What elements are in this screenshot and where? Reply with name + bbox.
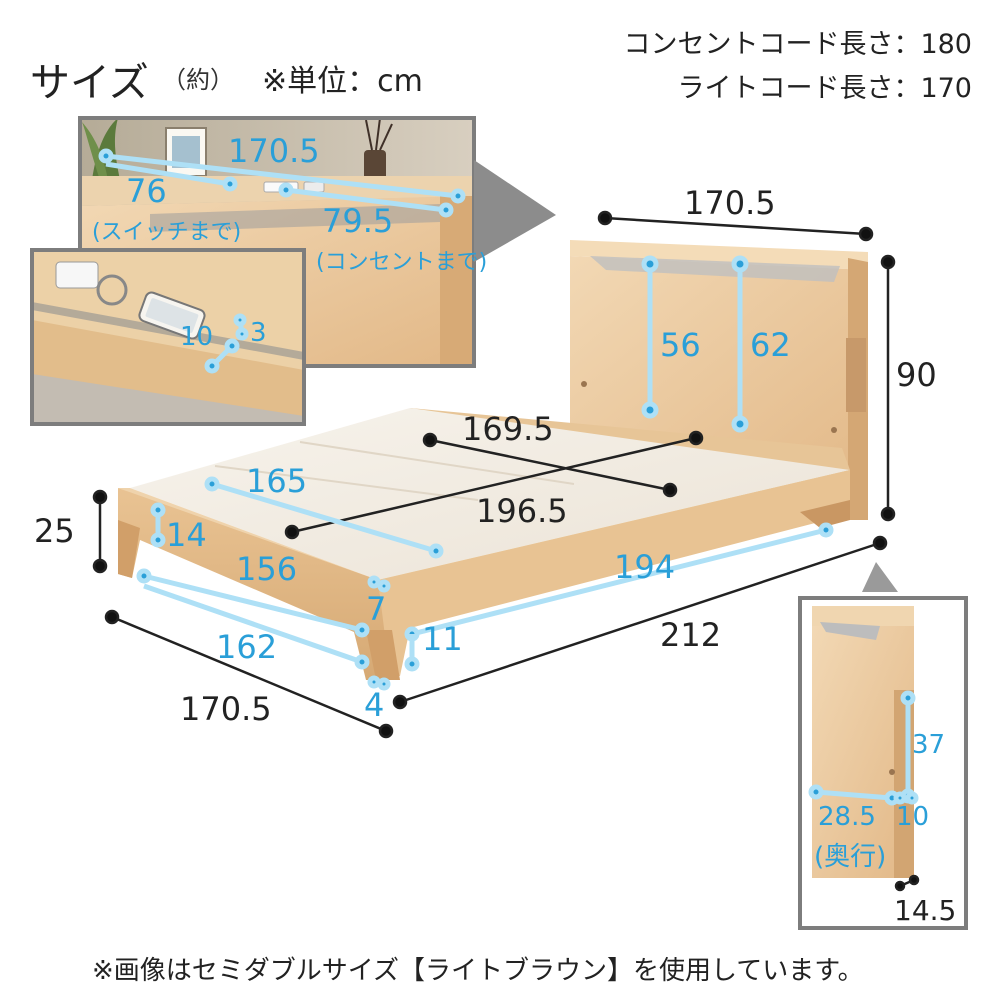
side-depth-note-label: (奥行) (814, 842, 887, 872)
unit-note: ※単位：cm (262, 64, 423, 99)
outlet-distance-label: 79.5 (322, 202, 394, 240)
inset-pointer (474, 160, 556, 262)
total-length-label: 212 (660, 616, 722, 654)
outlet-note-label: (コンセントまで) (316, 250, 488, 275)
side-thickness-label: 14.5 (894, 894, 957, 927)
headboard-width-label: 170.5 (684, 184, 776, 222)
switch-distance-label: 76 (126, 172, 167, 210)
light-cord-length: ライトコード長さ：170 (677, 73, 972, 104)
headboard-height-label: 90 (896, 356, 937, 394)
bottom-width-label: 162 (216, 628, 278, 666)
inner-side-length-label: 165 (246, 462, 308, 500)
inner-height-1-label: 56 (660, 326, 701, 364)
side-length-label: 194 (614, 548, 676, 586)
inset-phone-photo (30, 248, 306, 426)
side-depth-value-label: 28.5 (818, 802, 876, 832)
diagonal-2-label: 196.5 (476, 492, 568, 530)
inner-height-2-label: 62 (750, 326, 791, 364)
leg-offset-label: 4 (364, 686, 385, 724)
frame-height-label: 25 (34, 512, 75, 550)
title-approx-note: （約） (162, 66, 234, 94)
slot-width-label: 3 (250, 318, 267, 348)
side-inset-pointer (862, 562, 898, 592)
blue-dimension-lines (98, 148, 919, 806)
side-depth-label: 7 (366, 590, 387, 628)
side-rail-height-label: 14 (166, 516, 207, 554)
bed-frame (118, 408, 850, 680)
side-height-label: 37 (912, 730, 946, 760)
page-title: サイズ (30, 60, 149, 106)
inner-foot-width-label: 156 (236, 550, 298, 588)
diagonal-1-label: 169.5 (462, 410, 554, 448)
leg-height-label: 11 (422, 620, 463, 658)
black-dimension-lines (92, 210, 920, 892)
inset-side-photo (798, 596, 968, 930)
switch-note-label: (スイッチまで) (92, 220, 242, 245)
slot-length-label: 10 (180, 322, 214, 352)
outlet-cord-length: コンセントコード長さ：180 (623, 29, 972, 60)
footer-note: ※画像はセミダブルサイズ【ライトブラウン】を使用しています。 (92, 956, 864, 986)
inset-width-label: 170.5 (228, 132, 320, 170)
side-shelf-label: 10 (896, 802, 930, 832)
total-width-label: 170.5 (180, 690, 272, 728)
